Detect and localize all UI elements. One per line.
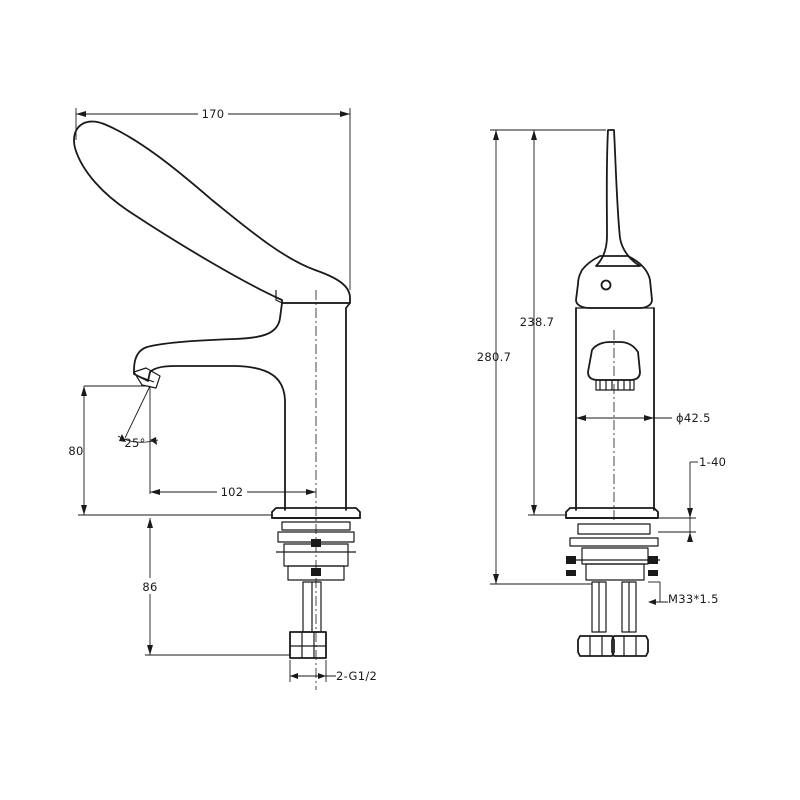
aerator-mesh [595,379,635,391]
front-view: 280.7 238.7 ϕ42.5 1-40 [477,129,726,657]
front-base [585,563,645,581]
lever-handle [73,120,351,304]
aerator-tip [133,367,161,389]
dim-spout-angle: 25° [117,385,159,494]
dim-spout-height: 80 [68,385,272,516]
front-aerator [587,341,641,381]
dim-label-body-diameter: ϕ42.5 [676,411,711,425]
spout-outline [133,302,286,511]
dim-label-inlet-thread: 2-G1/2 [336,669,377,683]
dim-shank-length: 86 [138,518,290,656]
dim-label-overall-width: 170 [202,107,225,121]
dim-label-deck-thickness: 1-40 [699,455,726,469]
dim-inlet-thread: 2-G1/2 [289,660,377,683]
dim-label-body-height: 238.7 [520,315,554,329]
dim-overall-width: 170 [75,105,351,290]
front-lever [595,129,641,267]
handle-screw [600,279,612,291]
front-washer-mid [569,537,659,547]
front-handle-hub [575,255,653,309]
dim-label-shank-length: 86 [142,580,157,594]
mount-bolt-lower [311,568,321,576]
dim-body-height: 238.7 [520,130,566,516]
dim-label-spout-angle: 25° [124,436,145,450]
front-nut [581,547,649,565]
front-base-flange [565,507,659,519]
dim-spout-reach: 102 [150,484,316,499]
body-right-edge [345,302,351,511]
side-view: 170 80 25° 102 [68,105,377,690]
aerator-line [137,375,155,383]
front-washer-top [577,523,651,535]
front-bolt-left-lower [566,570,576,576]
dim-deck-thickness: 1-40 [658,455,726,542]
dim-label-spout-reach: 102 [221,485,244,499]
front-hex-nut-right [611,635,649,657]
dim-label-mount-thread: M33*1.5 [668,592,719,606]
hex-nut-fitting [289,631,327,659]
front-hex-nut-left [577,635,615,657]
dim-body-diameter: ϕ42.5 [576,411,711,425]
dim-mount-thread: M33*1.5 [648,581,719,606]
front-body [575,307,655,511]
dim-label-spout-height: 80 [68,444,83,458]
handle-collar [275,290,283,304]
dim-overall-height: 280.7 [477,129,606,585]
front-bolt-right-lower [648,570,658,576]
dim-label-overall-height: 280.7 [477,350,511,364]
